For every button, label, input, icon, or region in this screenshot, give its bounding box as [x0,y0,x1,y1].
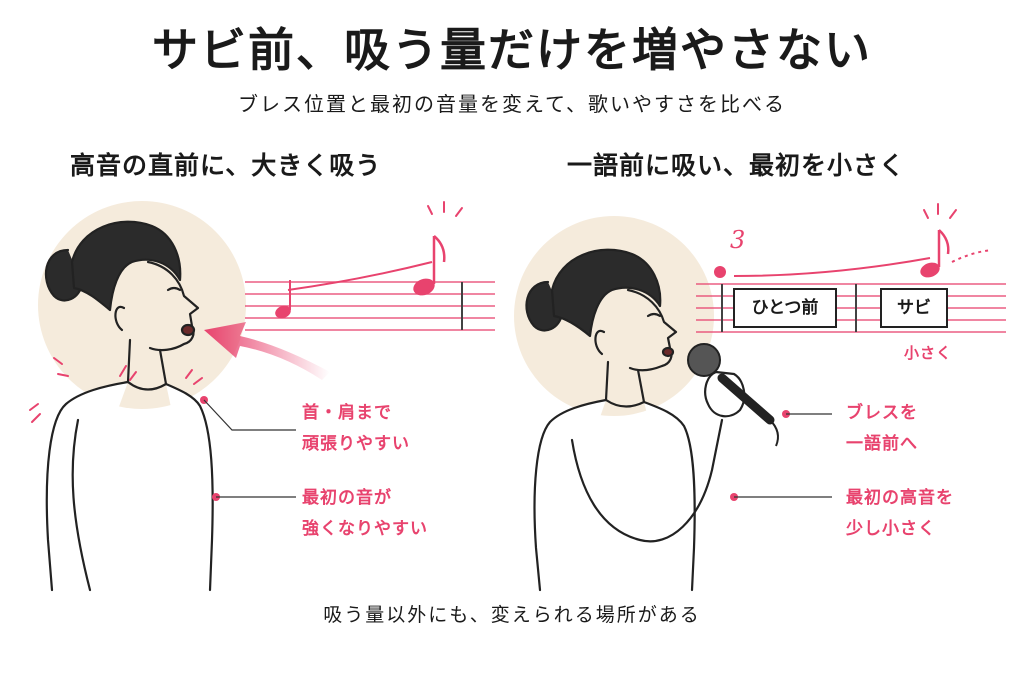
right-music-staff [696,283,1006,333]
right-callout-soft-line2: 少し小さく [846,519,936,539]
left-callout-strain-line2: 頑張りやすい [302,434,410,454]
left-emphasis-marks [427,201,463,217]
right-callout-soft-line1: 最初の高音を [846,488,954,508]
left-callout-strain: 首・肩まで 頑張りやすい [302,398,410,460]
right-high-note [920,229,950,278]
left-low-note [275,280,291,319]
right-phrase-curve [733,257,931,277]
right-singer-figure [525,248,746,592]
right-panel-title: 一語前に吸い、最初を小さく [567,151,906,180]
left-phrase-curve [287,261,433,291]
microphone-icon [687,343,779,447]
left-singer-figure [44,220,214,592]
left-callout-leaders [200,396,296,501]
left-callout-loud-line1: 最初の音が [302,488,392,508]
left-callout-loud-line2: 強くなりやすい [302,519,428,539]
left-high-note [413,235,446,296]
page-subtitle: ブレス位置と最初の音量を変えて、歌いやすさを比べる [238,92,786,116]
right-callout-soft: 最初の高音を 少し小さく [846,483,954,545]
page-title: サビ前、吸う量だけを増やさない [152,23,872,77]
left-music-staff [245,281,495,331]
right-callout-breath-line2: 一語前へ [846,434,918,454]
left-strain-marks [29,357,203,423]
right-callout-leaders [730,410,832,501]
left-panel-title: 高音の直前に、大きく吸う [70,151,382,180]
right-fade-curve [951,249,993,263]
breath-point-marker [714,266,726,278]
triplet-mark: 3 [730,226,746,254]
right-callout-breath-line1: ブレスを [846,403,918,423]
inhale-arrow-icon [204,322,330,380]
word-box-before: ひとつ前 [733,288,837,328]
left-callout-strain-line1: 首・肩まで [302,403,392,423]
left-callout-loud: 最初の音が 強くなりやすい [302,483,428,545]
right-emphasis-marks [923,203,957,219]
footer-caption: 吸う量以外にも、変えられる場所がある [323,604,701,626]
quiet-note: 小さく [904,344,953,362]
right-callout-breath: ブレスを 一語前へ [846,398,918,460]
word-box-chorus: サビ [880,288,948,328]
